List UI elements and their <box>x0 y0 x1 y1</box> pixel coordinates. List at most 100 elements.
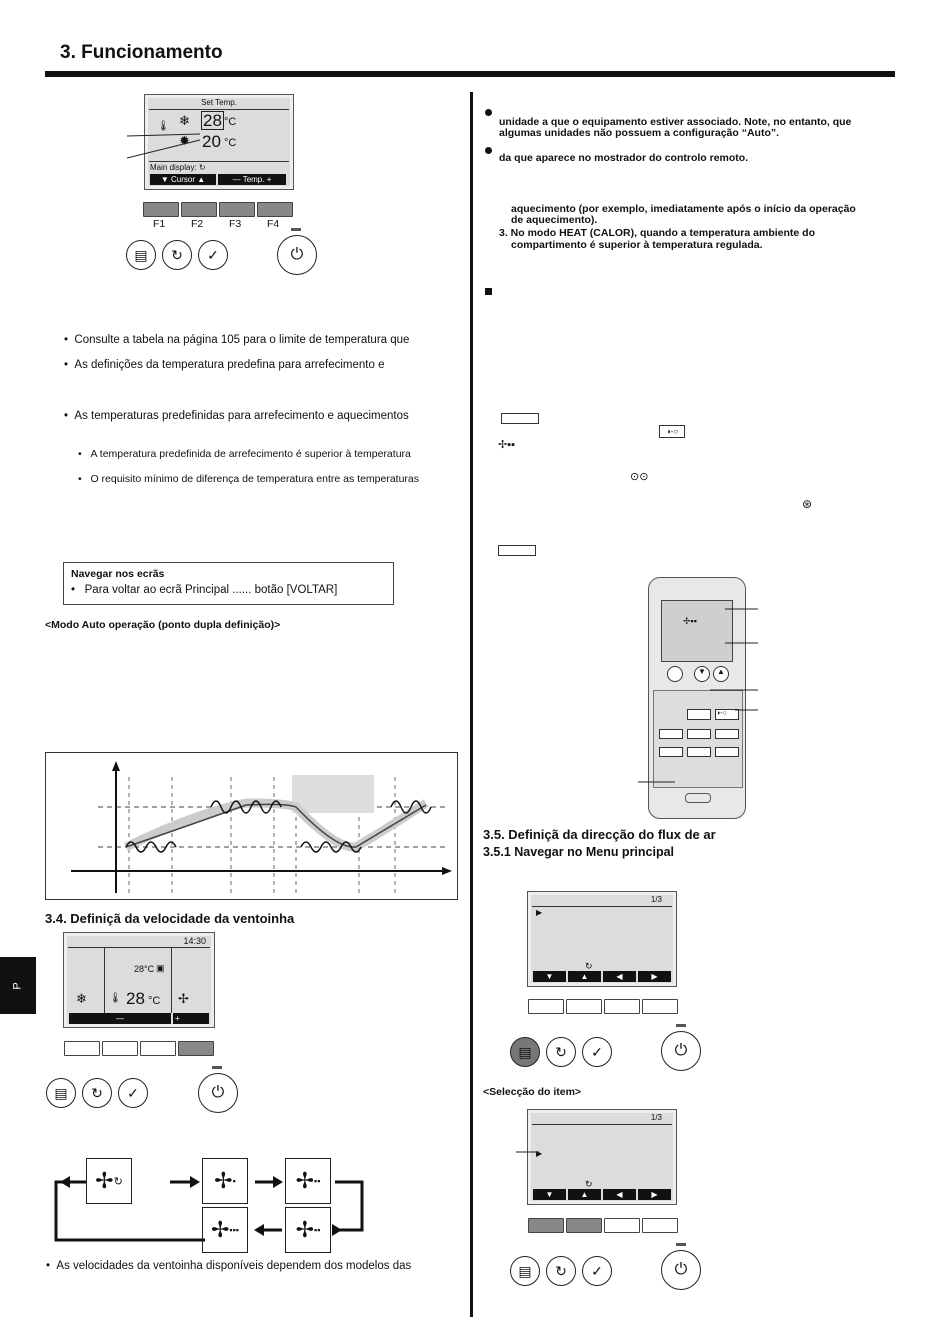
lcd-title: Set Temp. <box>201 98 237 107</box>
confirm-button[interactable]: ✓ <box>582 1037 612 1067</box>
power-button[interactable]: ⏻ <box>661 1250 701 1290</box>
return-button[interactable]: ↻ <box>546 1037 576 1067</box>
set-temp-unit: °C <box>148 995 161 1007</box>
f2-label: F2 <box>191 218 204 230</box>
power-led <box>676 1243 686 1246</box>
f1-button[interactable] <box>528 1218 564 1233</box>
lcd-vline <box>104 947 105 1013</box>
power-button[interactable]: ⏻ <box>277 235 317 275</box>
bullet-dot <box>485 147 492 154</box>
sun-icon: ✹ <box>179 133 190 148</box>
callout-lines <box>126 133 201 159</box>
auto-mode-graph <box>45 752 458 900</box>
main-menu-subheading: 3.5.1 Navegar no Menu principal <box>483 845 675 859</box>
set-temp-value: 28 <box>126 989 145 1008</box>
f3-button[interactable] <box>219 202 255 217</box>
right-bullet-1-line-1: unidade a que o equipamento estiver asso… <box>499 116 852 128</box>
thermometer-icon: 🌡 <box>109 993 122 1004</box>
fan-speed-3-icon: ✢▪▪ <box>285 1207 331 1253</box>
lcd-divider <box>149 109 289 110</box>
power-button[interactable]: ⏻ <box>198 1073 238 1113</box>
power-icon: ⏻ <box>211 1084 225 1101</box>
up-button[interactable]: ▲ <box>713 666 729 682</box>
f3-button[interactable] <box>604 1218 640 1233</box>
f3-label: F3 <box>229 218 242 230</box>
return-icon: ↻ <box>555 1262 567 1279</box>
lcd-divider <box>149 161 289 162</box>
fan-button[interactable] <box>687 709 711 720</box>
remote-button[interactable] <box>659 729 683 739</box>
fan-auto-icon: ✢ <box>178 991 189 1006</box>
remote-button[interactable] <box>687 747 711 757</box>
remote-button[interactable] <box>667 666 683 682</box>
select-item-heading: <Selecção do item> <box>483 1086 582 1098</box>
f3-button[interactable] <box>604 999 640 1014</box>
f2-button[interactable] <box>566 999 602 1014</box>
remote-button[interactable] <box>715 747 739 757</box>
confirm-button[interactable]: ✓ <box>582 1256 612 1286</box>
check-icon: ✓ <box>591 1262 603 1279</box>
fan-speed-4-icon: ✢▪▪▪ <box>202 1207 248 1253</box>
f4-button[interactable] <box>642 999 678 1014</box>
confirm-button[interactable]: ✓ <box>118 1078 148 1108</box>
remote-lower-panel <box>653 690 743 788</box>
confirm-button[interactable]: ✓ <box>198 240 228 270</box>
lcd-page: 1/3 <box>650 1113 662 1122</box>
sub-bullet-min-diff: • O requisito mínimo de diferença de tem… <box>78 473 420 485</box>
language-tab-label: P <box>12 981 24 990</box>
bullet-preset-defs: • As definições da temperatura predefina… <box>64 359 385 371</box>
f4-button[interactable] <box>642 1218 678 1233</box>
lcd-divider <box>532 1124 672 1125</box>
soft-key-left: ◀ <box>603 1189 636 1200</box>
return-button[interactable]: ↻ <box>546 1256 576 1286</box>
menu-button[interactable]: ▤ <box>510 1037 540 1067</box>
f4-button[interactable] <box>178 1041 214 1056</box>
check-icon: ✓ <box>127 1084 139 1101</box>
remote-callouts <box>638 608 758 783</box>
bullet-temp-limit: • Consulte a tabela na página 105 para o… <box>64 334 410 346</box>
f1-button[interactable] <box>528 999 564 1014</box>
soft-key-plus: + <box>173 1013 209 1024</box>
power-button[interactable]: ⏻ <box>661 1031 701 1071</box>
power-led <box>291 228 301 231</box>
vane-button[interactable]: ◑-○ <box>715 709 739 720</box>
return-button[interactable]: ↻ <box>82 1078 112 1108</box>
return-icon: ↻ <box>198 163 206 172</box>
graph-svg <box>71 761 452 893</box>
f2-button[interactable] <box>102 1041 138 1056</box>
bullet-text: As definições da temperatura predefina p… <box>74 359 385 371</box>
menu-button[interactable]: ▤ <box>46 1078 76 1108</box>
menu-button[interactable]: ▤ <box>126 240 156 270</box>
auto-mode-heading: <Modo Auto operação (ponto dupla definiç… <box>45 619 281 631</box>
power-icon: ⏻ <box>674 1261 688 1278</box>
bullet-dot <box>485 109 492 116</box>
down-button[interactable]: ▼ <box>694 666 710 682</box>
cursor-callout <box>516 1151 539 1153</box>
column-divider <box>470 92 473 1317</box>
f2-button[interactable] <box>566 1218 602 1233</box>
swing-icon: ⊛ <box>802 497 813 511</box>
f2-button[interactable] <box>181 202 217 217</box>
right-bullet-1-line-2: algumas unidades não possuem a configura… <box>499 127 780 139</box>
f4-button[interactable] <box>257 202 293 217</box>
check-icon: ✓ <box>591 1043 603 1060</box>
remote-button[interactable] <box>687 729 711 739</box>
menu-button[interactable]: ▤ <box>510 1256 540 1286</box>
heat-line-4: compartimento é superior à temperatura r… <box>511 239 763 251</box>
bullet-text: Consulte a tabela na página 105 para o l… <box>74 334 410 346</box>
button-outline-icon <box>501 413 539 424</box>
remote-display <box>661 600 733 662</box>
f4-label: F4 <box>267 218 280 230</box>
f1-button[interactable] <box>143 202 179 217</box>
remote-button[interactable] <box>659 747 683 757</box>
f3-button[interactable] <box>140 1041 176 1056</box>
main-menu-lcd: 1/3 ▶ ↻ ▼ ▲ ◀ ▶ <box>527 891 677 987</box>
return-button[interactable]: ↻ <box>162 240 192 270</box>
return-icon: ↻ <box>585 1179 593 1189</box>
remote-button[interactable] <box>715 729 739 739</box>
nav-title: Navegar nos ecrãs <box>71 568 165 580</box>
f1-button[interactable] <box>64 1041 100 1056</box>
bullet-preset-temps: • As temperaturas predefinidas para arre… <box>64 410 409 422</box>
menu-icon: ▤ <box>134 246 148 263</box>
room-temp: 28°C <box>134 964 155 974</box>
